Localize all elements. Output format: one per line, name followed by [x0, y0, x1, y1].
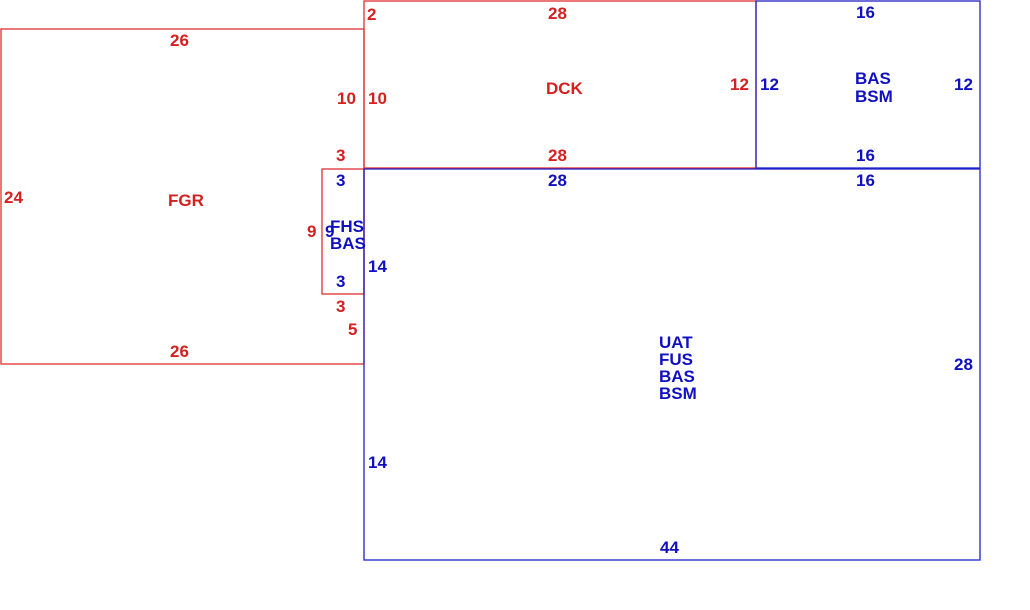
uat-name-3: BAS [659, 367, 695, 386]
small-room-inner-dim: 9 [325, 222, 334, 241]
uat-name-1: UAT [659, 333, 693, 352]
fgr-dck-shared-dim: 10 [337, 89, 356, 108]
dck-left-dim: 10 [368, 89, 387, 108]
uat-left-bottom-dim: 14 [368, 453, 387, 472]
uat-top-right-dim: 16 [856, 171, 875, 190]
uat-name-2: FUS [659, 350, 693, 369]
bas-bsm-name-1: BAS [855, 69, 891, 88]
bas-bsm-room-outline [755, 0, 981, 169]
small-blue-top-dim: 3 [336, 171, 345, 190]
dck-bottom-dim: 28 [548, 146, 567, 165]
small-blue-name-1: FHS [330, 217, 364, 236]
fgr-right-dim-2: 9 [307, 222, 316, 241]
bas-bsm-right-dim: 12 [954, 75, 973, 94]
fgr-left-dim: 24 [4, 188, 23, 207]
uat-top-dim: 28 [548, 171, 567, 190]
dck-corner-dim: 2 [367, 5, 376, 24]
fgr-room-name: FGR [168, 191, 204, 210]
fgr-right-dim-4: 5 [348, 320, 357, 339]
uat-right-dim: 28 [954, 355, 973, 374]
uat-left-top-dim: 14 [368, 257, 387, 276]
fgr-right-dim-3: 3 [336, 297, 345, 316]
bas-bsm-top-dim: 16 [856, 3, 875, 22]
fgr-right-dim-1: 3 [336, 146, 345, 165]
uat-bottom-dim: 44 [660, 538, 679, 557]
dck-room-name: DCK [546, 79, 584, 98]
bas-bsm-bottom-dim: 16 [856, 146, 875, 165]
dck-top-dim: 28 [548, 4, 567, 23]
fgr-bottom-dim: 26 [170, 342, 189, 361]
uat-name-4: BSM [659, 384, 697, 403]
fgr-top-dim: 26 [170, 31, 189, 50]
small-blue-bottom-dim: 3 [336, 272, 345, 291]
small-blue-name-2: BAS [330, 234, 366, 253]
uat-room-outline [363, 168, 981, 561]
dck-right-dim: 12 [730, 75, 749, 94]
bas-bsm-name-2: BSM [855, 87, 893, 106]
bas-bsm-left-dim: 12 [760, 75, 779, 94]
